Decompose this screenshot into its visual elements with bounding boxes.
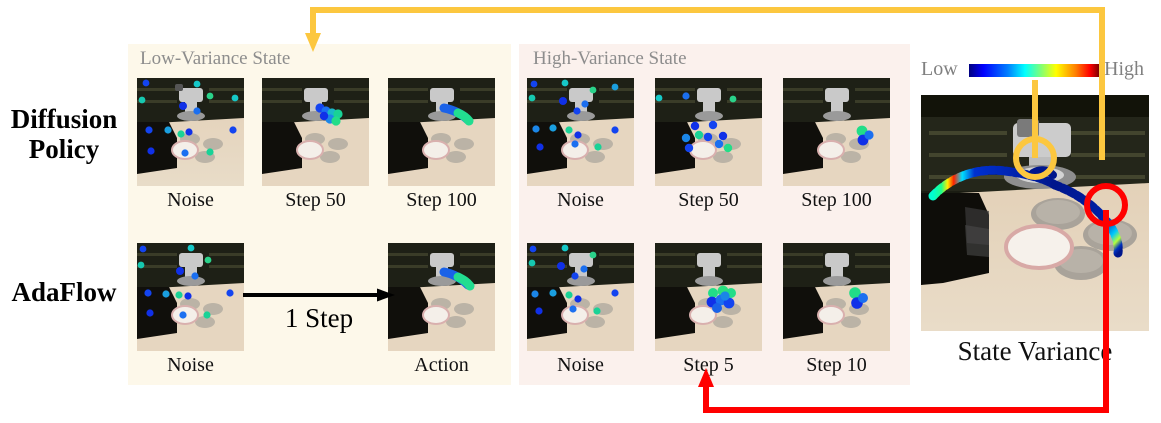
- row-label-line1: AdaFlow: [11, 277, 117, 307]
- caption-af-high-2: Step 10: [806, 354, 867, 376]
- low-variance-panel-title: Low-Variance State: [140, 48, 291, 69]
- caption-dp-high-1: Step 50: [678, 189, 739, 211]
- thumbnail-af-high-noise: [527, 243, 634, 351]
- caption-dp-high-0: Noise: [557, 189, 604, 211]
- robot-scene-image: [137, 78, 244, 186]
- robot-scene-image: [388, 243, 495, 351]
- robot-scene-image: [527, 78, 634, 186]
- thumbnail-af-high-step10: [783, 243, 890, 351]
- thumbnail-dp-high-noise: [527, 78, 634, 186]
- colorbar-high-label: High: [1104, 58, 1144, 80]
- caption-af-high-1: Step 5: [683, 354, 734, 376]
- robot-scene-image: [527, 243, 634, 351]
- thumbnail-dp-high-step50: [655, 78, 762, 186]
- robot-scene-image: [388, 78, 495, 186]
- high-variance-panel-title: High-Variance State: [533, 48, 687, 69]
- caption-dp-low-1: Step 50: [285, 189, 346, 211]
- one-step-arrow-icon: [243, 288, 395, 302]
- thumbnail-dp-high-step100: [783, 78, 890, 186]
- state-variance-image: [921, 95, 1149, 331]
- variance-colorbar: [969, 64, 1099, 77]
- state-variance-caption: State Variance: [957, 336, 1113, 366]
- thumbnail-af-low-action: [388, 243, 495, 351]
- colorbar-low-label: Low: [921, 58, 958, 80]
- caption-af-high-0: Noise: [557, 354, 604, 376]
- thumbnail-af-high-step5: [655, 243, 762, 351]
- robot-scene-image: [655, 243, 762, 351]
- thumbnail-dp-low-noise: [137, 78, 244, 186]
- caption-dp-low-0: Noise: [167, 189, 214, 211]
- caption-dp-high-2: Step 100: [801, 189, 872, 211]
- row-label-adaflow: AdaFlow: [0, 277, 128, 307]
- caption-dp-low-2: Step 100: [406, 189, 477, 211]
- row-label-line2: Policy: [28, 134, 100, 165]
- robot-scene-image: [783, 243, 890, 351]
- robot-scene-image: [262, 78, 369, 186]
- one-step-label: 1 Step: [284, 303, 354, 333]
- robot-scene-image: [137, 243, 244, 351]
- robot-scene-image: [655, 78, 762, 186]
- caption-af-low-0: Noise: [167, 354, 214, 376]
- caption-af-low-1: Action: [414, 354, 469, 376]
- row-label-line1: Diffusion: [10, 104, 118, 134]
- thumbnail-dp-low-step100: [388, 78, 495, 186]
- row-label-diffusion-policy: Diffusion Policy: [0, 104, 128, 164]
- thumbnail-dp-low-step50: [262, 78, 369, 186]
- robot-scene-image: [783, 78, 890, 186]
- thumbnail-af-low-noise: [137, 243, 244, 351]
- state-variance-scene: [921, 95, 1149, 331]
